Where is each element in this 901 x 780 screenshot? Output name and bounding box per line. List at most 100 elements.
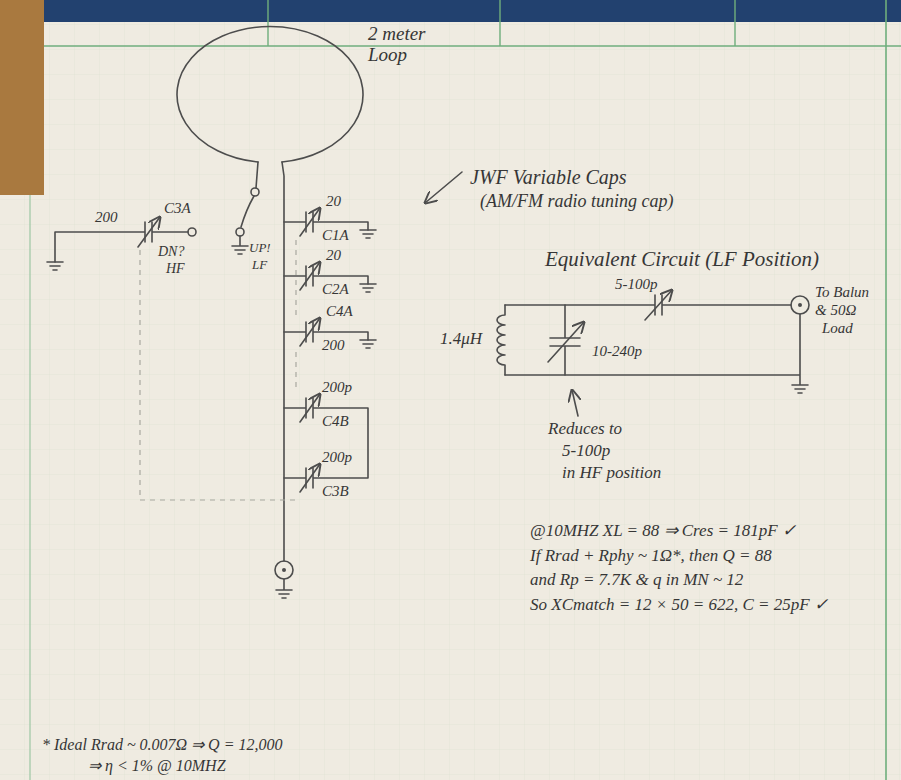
label-holder: * Ideal Rrad ~ 0.007Ω ⇒ Q = 12,000	[42, 736, 282, 754]
variable-arrow	[645, 290, 672, 320]
ground-symbol	[360, 284, 376, 292]
label-holder: C1A	[322, 226, 349, 244]
label-holder: C4A	[326, 302, 353, 320]
footnote: * Ideal Rrad ~ 0.007Ω ⇒ Q = 12,000	[42, 736, 282, 754]
note-text: (AM/FM radio tuning cap)	[480, 192, 673, 212]
wire	[256, 162, 284, 561]
switch-terminal	[236, 228, 244, 236]
capacitor-value: 200p	[322, 449, 352, 466]
switch-terminal	[188, 228, 196, 236]
variable-arrow	[300, 208, 320, 236]
label-holder: 10-240p	[592, 342, 642, 360]
loop-antenna	[177, 27, 363, 162]
part-name: C1A	[322, 227, 349, 244]
label-holder: 20	[326, 246, 341, 264]
ground-symbol	[360, 230, 376, 238]
label-holder: Reduces to	[548, 420, 622, 439]
label-holder: in HF position	[562, 464, 661, 483]
part-name: C2A	[322, 281, 349, 298]
calculation-note: @10MHZ XL = 88 ⇒ Cres = 181pF ✓	[530, 522, 796, 541]
label-holder: C3B	[322, 482, 349, 500]
label-holder: C3A	[164, 199, 191, 217]
variable-arrow	[300, 464, 320, 492]
connector-pin	[798, 303, 802, 307]
calculation-note: and Rp = 7.7K & q in MN ~ 12	[530, 571, 743, 590]
label-holder: 200p	[322, 378, 352, 396]
coax-connector	[275, 561, 293, 579]
label-holder: 2 meter Loop	[368, 24, 446, 66]
part-name: C4B	[322, 413, 349, 430]
part-name: C3B	[322, 483, 349, 500]
gang-line	[140, 250, 298, 500]
pointer-arrow	[425, 172, 462, 203]
label-holder: 200	[322, 336, 345, 354]
label-holder: (AM/FM radio tuning cap)	[480, 192, 673, 212]
label-holder: C4B	[322, 412, 349, 430]
ground-symbol	[47, 262, 63, 270]
label-holder: 200	[95, 208, 118, 226]
top-band	[0, 0, 901, 22]
capacitor-symbol	[505, 295, 791, 315]
capacitor-value: 200	[95, 209, 118, 226]
capacitor-value: 200	[322, 337, 345, 354]
connector-pin	[282, 568, 286, 572]
label-holder: Load	[822, 319, 853, 337]
label-holder: and Rp = 7.7K & q in MN ~ 12	[530, 571, 743, 590]
desk-edge	[0, 0, 44, 195]
margin-line	[0, 45, 901, 47]
switch-label: UP!	[249, 241, 271, 255]
label-holder: JWF Variable Caps	[470, 166, 627, 188]
switch-label: LF	[252, 258, 267, 272]
pointer-arrow	[572, 390, 578, 416]
capacitor-value: 200p	[322, 379, 352, 396]
label-holder: C2A	[322, 280, 349, 298]
switch-blade	[241, 196, 254, 227]
capacitor-symbol	[55, 222, 188, 262]
header-lines	[268, 0, 735, 46]
capacitor-value: 5-100p	[615, 276, 658, 293]
capacitor-symbol	[550, 305, 580, 375]
calculation-note: So XCmatch = 12 × 50 = 622, C = 25pF ✓	[530, 596, 828, 615]
label-holder: So XCmatch = 12 × 50 = 622, C = 25pF ✓	[530, 596, 828, 615]
right-margin-line	[885, 0, 887, 780]
switch-label: DN?	[158, 244, 184, 259]
ground-symbol	[232, 236, 248, 254]
calculation-note: If Rrad + Rphy ~ 1Ω*, then Q = 88	[530, 547, 772, 566]
capacitor-value: 20	[326, 193, 341, 210]
label-holder: LF	[252, 255, 267, 273]
antenna-label: 2 meter Loop	[368, 24, 446, 66]
variable-arrow	[548, 322, 584, 362]
label-holder: 1.4μH	[440, 330, 482, 349]
variable-arrow	[300, 262, 320, 290]
note-text: JWF Variable Caps	[470, 166, 627, 188]
note-text: in HF position	[562, 464, 661, 483]
footnote: ⇒ η < 1% @ 10MHZ	[88, 757, 226, 775]
switch-pivot	[251, 188, 259, 196]
switch-label: HF	[166, 261, 185, 276]
label-holder: Equivalent Circuit (LF Position)	[545, 248, 819, 271]
label-holder: If Rrad + Rphy ~ 1Ω*, then Q = 88	[530, 547, 772, 566]
port-label: Load	[822, 320, 853, 337]
capacitor-symbol	[284, 398, 368, 488]
inductor-symbol	[497, 305, 505, 375]
coax-connector	[791, 296, 809, 314]
note-text: 5-100p	[562, 442, 610, 461]
capacitor-value: 10-240p	[592, 343, 642, 360]
label-holder: DN?	[158, 242, 184, 260]
label-holder: ⇒ η < 1% @ 10MHZ	[88, 757, 226, 775]
label-holder: 20	[326, 192, 341, 210]
variable-arrow	[300, 394, 320, 422]
part-name: C3A	[164, 200, 191, 217]
part-name: C4A	[326, 303, 353, 320]
port-label: & 50Ω	[815, 302, 856, 319]
capacitor-value: 20	[326, 247, 341, 264]
variable-arrow	[300, 318, 320, 346]
label-holder: To Balun	[815, 283, 869, 301]
note-text: Reduces to	[548, 420, 622, 439]
variable-arrow	[138, 217, 160, 247]
ground-symbol	[360, 340, 376, 348]
gang-line	[295, 240, 296, 318]
